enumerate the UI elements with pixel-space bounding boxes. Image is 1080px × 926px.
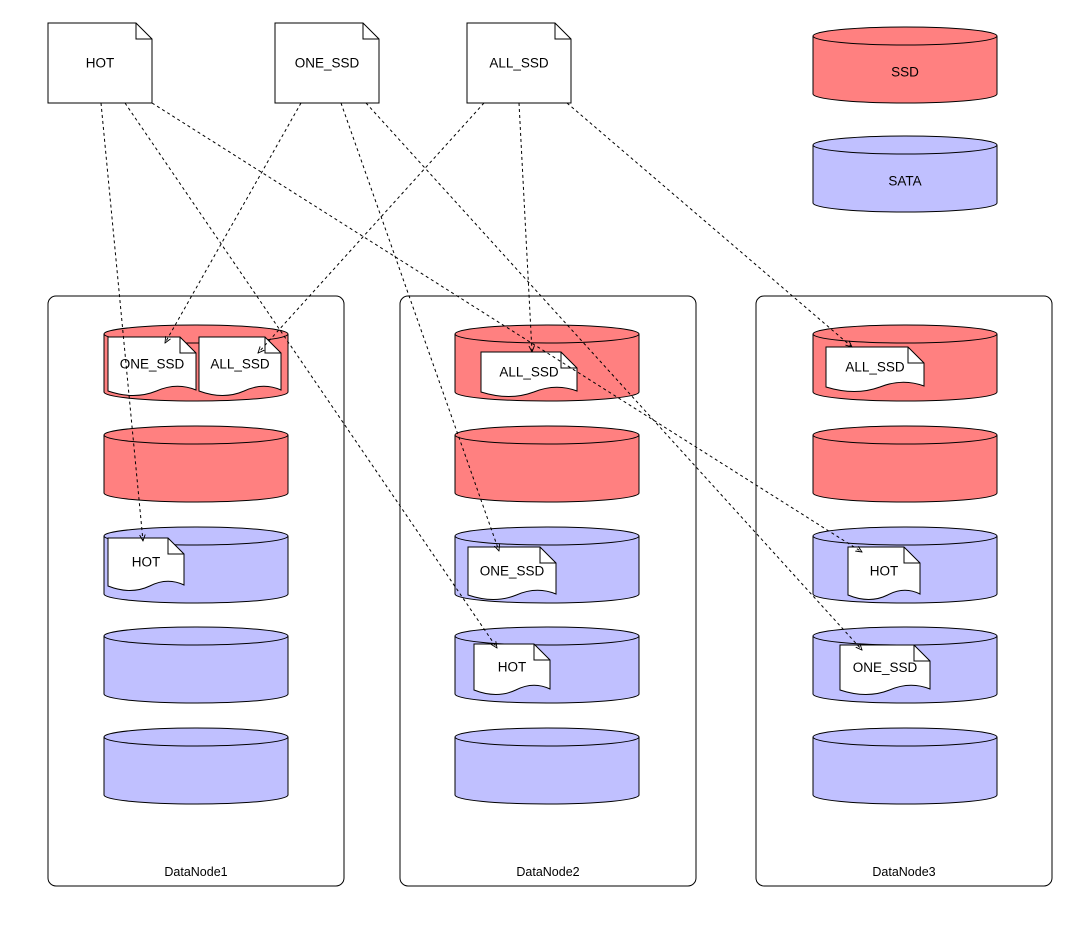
doc-label: ONE_SSD	[295, 56, 360, 71]
doc-label: ALL_SSD	[499, 365, 559, 380]
legend-ssd-disk: SSD	[812, 26, 998, 104]
sata-disk	[812, 727, 998, 805]
replica-all-ssd-document: ALL_SSD	[198, 336, 282, 396]
datanodes-layer: DataNode1 ONE_SSD ALL_SSD HOT DataNode2 ALL_S…	[47, 295, 1053, 887]
ssd-disk	[103, 425, 289, 503]
edge-all-ssd-to-datanode1-all-ssd	[258, 102, 485, 353]
top-layer: HOT ONE_SSD ALL_SSD SSD SATA	[47, 22, 998, 213]
replica-one-ssd-document: ONE_SSD	[839, 644, 931, 695]
edge-all-ssd-to-datanode3-all-ssd	[566, 102, 852, 347]
replica-one-ssd-document: ONE_SSD	[467, 546, 557, 600]
edge-one-ssd-to-datanode2-one-ssd	[340, 102, 499, 551]
replica-one-ssd-document: ONE_SSD	[107, 336, 197, 396]
datanode-label: DataNode3	[872, 865, 935, 879]
doc-label: ALL_SSD	[489, 56, 549, 71]
doc-label: HOT	[498, 660, 527, 675]
doc-label: HOT	[870, 564, 899, 579]
datanode-label: DataNode2	[516, 865, 579, 879]
policy-hot-document: HOT	[47, 22, 153, 104]
edge-hot-to-datanode1-hot	[100, 102, 143, 541]
sata-disk	[454, 727, 640, 805]
datanode-label: DataNode1	[164, 865, 227, 879]
datanode-1: DataNode1 ONE_SSD ALL_SSD HOT	[47, 295, 345, 887]
edges-layer	[100, 102, 862, 650]
legend-sata-label: SATA	[888, 174, 921, 189]
replica-hot-document: HOT	[473, 643, 551, 695]
legend-sata-disk: SATA	[812, 135, 998, 213]
replica-hot-document: HOT	[847, 546, 921, 600]
doc-label: HOT	[132, 555, 161, 570]
doc-label: ONE_SSD	[120, 357, 185, 372]
replica-all-ssd-document: ALL_SSD	[480, 351, 578, 397]
edge-one-ssd-to-datanode1-one-ssd	[165, 102, 302, 343]
doc-label: HOT	[86, 56, 115, 71]
edge-hot-to-datanode2-hot	[124, 102, 497, 648]
policy-all-ssd-document: ALL_SSD	[466, 22, 572, 104]
legend-ssd-label: SSD	[891, 65, 919, 80]
doc-label: ONE_SSD	[853, 660, 918, 675]
policy-one-ssd-document: ONE_SSD	[274, 22, 380, 104]
replica-hot-document: HOT	[107, 537, 185, 591]
replica-all-ssd-document: ALL_SSD	[825, 346, 925, 392]
ssd-disk	[812, 425, 998, 503]
doc-label: ONE_SSD	[480, 564, 545, 579]
datanode-2: DataNode2 ALL_SSD ONE_SSD HOT	[399, 295, 697, 887]
sata-disk	[103, 626, 289, 704]
doc-label: ALL_SSD	[210, 357, 270, 372]
sata-disk	[103, 727, 289, 805]
doc-label: ALL_SSD	[845, 360, 905, 375]
edge-hot-to-datanode3-hot	[151, 102, 862, 552]
datanode-3: DataNode3 ALL_SSD HOT ONE_SSD	[755, 295, 1053, 887]
ssd-disk	[454, 425, 640, 503]
